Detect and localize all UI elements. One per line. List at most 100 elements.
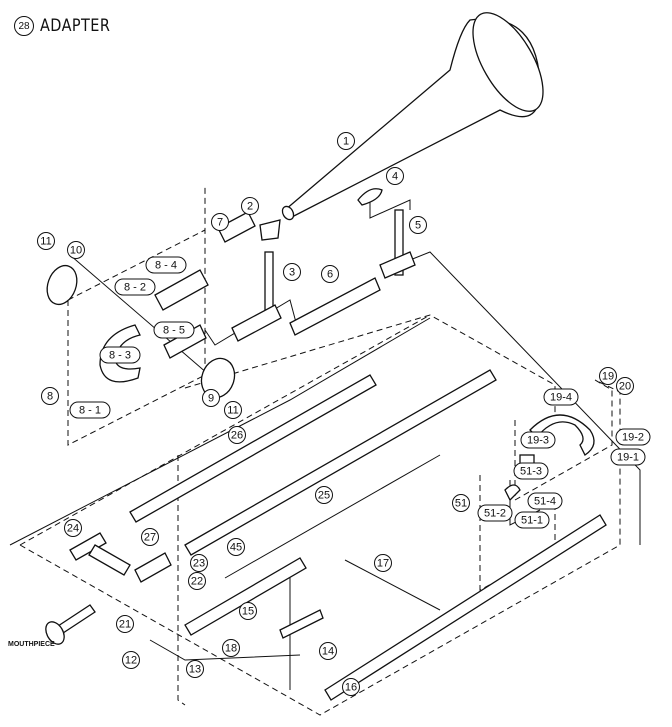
- callout-text: 13: [189, 664, 201, 676]
- tube-17: [324, 514, 607, 701]
- callout-text: 22: [191, 576, 203, 588]
- callout-25: 25: [315, 486, 333, 504]
- callout-8-2: 8 - 2: [114, 278, 156, 296]
- callout-15: 15: [239, 602, 257, 620]
- callout-11: 11: [224, 401, 242, 419]
- mouthpiece-label: MOUTHPIECE: [8, 641, 55, 648]
- callout-text: 11: [227, 405, 238, 417]
- callout-text: 19-1: [617, 452, 639, 464]
- callout-4: 4: [386, 167, 404, 185]
- callout-text: 19: [602, 371, 614, 383]
- callout-text: 16: [345, 682, 357, 694]
- callout-2: 2: [241, 197, 259, 215]
- diagram-title: 28 ADAPTER: [14, 16, 123, 36]
- callout-text: 14: [322, 646, 334, 658]
- callout-text: 51-3: [520, 466, 542, 478]
- outline-outer-slide: [19, 379, 621, 716]
- callout-8-3: 8 - 3: [99, 346, 141, 364]
- callout-51-4: 51-4: [527, 492, 563, 510]
- callout-9: 9: [202, 389, 220, 407]
- callout-text: 21: [119, 619, 131, 631]
- callout-text: 51-2: [484, 508, 506, 520]
- group-outlines: [19, 185, 621, 716]
- callout-8-4: 8 - 4: [145, 256, 187, 274]
- callout-text: 7: [217, 217, 223, 229]
- callout-text: 45: [230, 542, 242, 554]
- callout-8-1: 8 - 1: [69, 401, 111, 419]
- callout-text: 8 - 3: [109, 350, 131, 362]
- callout-8-5: 8 - 5: [153, 321, 195, 339]
- callout-7: 7: [211, 213, 229, 231]
- callout-24: 24: [64, 519, 82, 537]
- callout-19-3: 19-3: [520, 431, 556, 449]
- callout-20: 20: [616, 377, 634, 395]
- callout-21: 21: [116, 615, 134, 633]
- callout-18: 18: [222, 639, 240, 657]
- tube-18: [184, 557, 307, 636]
- callout-11: 11: [37, 232, 55, 250]
- callout-17: 17: [374, 554, 392, 572]
- callout-51-3: 51-3: [513, 462, 549, 480]
- callout-text: 9: [208, 393, 214, 405]
- callout-19-1: 19-1: [610, 448, 646, 466]
- callout-text: 10: [70, 245, 82, 257]
- callout-8: 8: [41, 387, 59, 405]
- callout-text: 18: [225, 643, 237, 655]
- callout-3: 3: [283, 263, 301, 281]
- callout-text: 8 - 2: [124, 282, 146, 294]
- callout-text: 8 - 1: [79, 405, 101, 417]
- end-cap-10: [46, 264, 78, 306]
- callout-51: 51: [452, 494, 470, 512]
- callout-text: 12: [125, 655, 137, 667]
- callout-51-2: 51-2: [477, 504, 513, 522]
- title-text: ADAPTER: [40, 16, 111, 36]
- crook-19: [529, 414, 595, 456]
- callout-12: 12: [122, 651, 140, 669]
- callout-text: 11: [40, 236, 51, 248]
- callout-19: 19: [599, 367, 617, 385]
- outline-inner-slide: [177, 455, 186, 706]
- callout-14: 14: [319, 642, 337, 660]
- callout-13: 13: [186, 660, 204, 678]
- callout-text: 24: [67, 523, 79, 535]
- callout-text: 51-1: [521, 515, 543, 527]
- callout-text: 27: [144, 532, 156, 544]
- callout-text: 51-4: [534, 496, 556, 508]
- callout-27: 27: [141, 528, 159, 546]
- callout-text: 8 - 4: [155, 260, 177, 272]
- callout-text: 15: [242, 606, 254, 618]
- callout-text: 1: [343, 136, 349, 148]
- callout-51-1: 51-1: [514, 511, 550, 529]
- callout-text: 5: [415, 220, 421, 232]
- callout-23: 23: [190, 554, 208, 572]
- callout-text: 25: [318, 490, 330, 502]
- callout-text: 19-2: [622, 432, 644, 444]
- callout-text: 17: [377, 558, 389, 570]
- callout-6: 6: [321, 265, 339, 283]
- callout-text: 20: [619, 381, 631, 393]
- callout-10: 10: [67, 241, 85, 259]
- callout-16: 16: [342, 678, 360, 696]
- tubes: [45, 188, 607, 701]
- callout-text: 4: [392, 171, 398, 183]
- callout-text: 23: [193, 558, 205, 570]
- callout-text: 19-3: [527, 435, 549, 447]
- outline-upper-slide-left: [19, 314, 431, 546]
- callout-5: 5: [409, 216, 427, 234]
- callout-text: 8 - 5: [163, 325, 185, 337]
- bell-section: [281, 12, 544, 221]
- callout-text: 6: [327, 269, 333, 281]
- outline-group-8-top: [67, 229, 206, 301]
- title-number: 28: [14, 16, 34, 36]
- callout-text: 26: [231, 430, 243, 442]
- callout-text: 51: [455, 498, 467, 510]
- callout-1: 1: [337, 132, 355, 150]
- callout-45: 45: [227, 538, 245, 556]
- tube-25: [184, 369, 497, 556]
- tube-14: [279, 609, 324, 639]
- tube-26: [129, 374, 377, 523]
- callout-text: 8: [47, 391, 53, 403]
- callout-26: 26: [228, 426, 246, 444]
